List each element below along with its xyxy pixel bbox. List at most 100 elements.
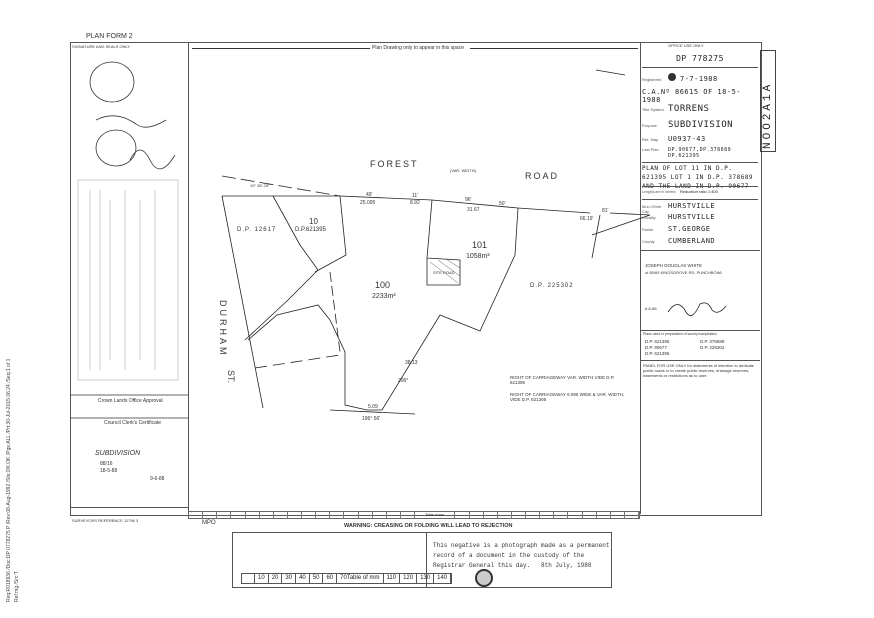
bottom-mark: MPO bbox=[202, 520, 216, 526]
form-title: PLAN FORM 2 bbox=[86, 33, 133, 40]
signature-header: SIGNATURE AND SEALS ONLY bbox=[72, 44, 131, 49]
dimension-label: 11' bbox=[412, 193, 419, 199]
council-date: 9-6-88 bbox=[150, 476, 165, 482]
plan-used: D.P. 225302 bbox=[700, 345, 725, 350]
locality: HURSTVILLE bbox=[668, 213, 716, 221]
field-label: Title System bbox=[642, 107, 664, 112]
council-seal-icon bbox=[95, 129, 137, 167]
dimension-label: 96' bbox=[465, 197, 472, 203]
field-label: Purpose bbox=[642, 123, 657, 128]
office-use-header: OFFICE USE ONLY bbox=[668, 43, 704, 48]
negative-statement: This negative is a photograph made as a … bbox=[433, 541, 609, 571]
ruler-label: Table of mm bbox=[415, 512, 456, 518]
arrow-line bbox=[192, 48, 370, 49]
note-right-of-carriageway-2: RIGHT OF CARRIAGEWAY 6.095 WIDE & VAR. W… bbox=[510, 392, 625, 402]
proposed-value: SUBDIVISION bbox=[95, 450, 141, 457]
certificate-date: 18-5-88 bbox=[100, 468, 118, 474]
street-label-st: ST. bbox=[226, 370, 236, 384]
surveyor-address: of 65/69 KINGSGROVE RD, PUNCHBOWL bbox=[645, 270, 723, 275]
ref-map: U0937-43 bbox=[668, 135, 706, 143]
mm-tick: 40 bbox=[296, 574, 310, 583]
surveyors-reference: SURVEYORS REFERENCE 11796 3 bbox=[72, 518, 139, 523]
document-code: NOO2A1A bbox=[762, 81, 774, 149]
mm-tick: 10 bbox=[255, 574, 269, 583]
plan-space-note: Plan Drawing only to appear in this spac… bbox=[372, 45, 464, 51]
dimension-label: 49' bbox=[366, 192, 373, 198]
mm-tick: 140 bbox=[434, 574, 452, 583]
mm-tick-value: 70 bbox=[340, 575, 347, 581]
mm-tick: 120 bbox=[400, 574, 418, 583]
note-right-of-carriageway-1: RIGHT OF CARRIAGEWAY VAR. WIDTH VIDE D.P… bbox=[510, 375, 615, 385]
surveyor-name: JOSEPH DOUGLAS WHITE bbox=[645, 263, 703, 268]
field-label: Locality bbox=[642, 215, 656, 220]
arrow-line bbox=[470, 48, 638, 49]
plan-used: D.P. 621395 bbox=[645, 351, 670, 356]
dp-225302-label: D.P. 225302 bbox=[530, 283, 574, 289]
signature-icon bbox=[95, 115, 167, 128]
plan-used: D.P. 621395 bbox=[645, 339, 670, 344]
city: HURSTVILLE bbox=[668, 202, 716, 210]
mm-label: Table of mm bbox=[346, 575, 380, 581]
dimension-label: 50' bbox=[499, 201, 506, 207]
divider bbox=[640, 250, 760, 251]
mm-tick: 30 bbox=[282, 574, 297, 583]
crown-lands-heading: Crown Lands Office Approval bbox=[98, 398, 163, 404]
bottom-bearing: 196° 56' bbox=[362, 416, 381, 422]
street-label-durham: DURHAM bbox=[218, 300, 228, 358]
durham-st-boundary bbox=[221, 195, 264, 409]
county: CUMBERLAND bbox=[668, 237, 716, 245]
council-clerk-heading: Council Clerk's Certificate bbox=[104, 420, 162, 426]
divider bbox=[640, 330, 760, 331]
dimension-label: 81' bbox=[602, 208, 609, 214]
plans-used-header: Plans used in preparation of survey/comp… bbox=[643, 332, 717, 336]
var-width-label: (VAR. WIDTH) bbox=[450, 168, 476, 173]
negative-certificate-box: 10 20 30 40 50 60 70Table of mm 110 120 … bbox=[232, 532, 612, 588]
mm-scale: 10 20 30 40 50 60 70Table of mm 110 120 … bbox=[241, 573, 453, 584]
field-label: Last Plan bbox=[642, 147, 659, 152]
site-road-label: SITE ROAD bbox=[433, 270, 455, 275]
dimension-label: 8.92 bbox=[410, 200, 420, 206]
field-label: Mun./Shire City bbox=[642, 204, 662, 214]
registration-stamp-icon bbox=[668, 73, 676, 81]
dp-12617-label: D.P. 12617 bbox=[237, 227, 277, 233]
mm-tick: 50 bbox=[310, 574, 324, 583]
warning-text: WARNING: CREASING OR FOLDING WILL LEAD T… bbox=[344, 523, 513, 529]
surveyor-seal-icon bbox=[89, 61, 135, 103]
divider bbox=[640, 42, 641, 514]
mm-ruler: Table of mm bbox=[188, 511, 640, 519]
lot-101-label: 101 bbox=[472, 240, 488, 250]
plan-form-frame bbox=[70, 42, 762, 516]
lengths-note: Lengths are in metres bbox=[642, 190, 676, 194]
negative-line: Registrar General this day. bbox=[433, 562, 531, 569]
plan-used: D.P. 90677 bbox=[645, 345, 667, 350]
document-code-strip: NOO2A1A bbox=[760, 50, 776, 152]
subdivision-number: 88/16 bbox=[100, 461, 113, 467]
lot-10-label: 10 bbox=[309, 217, 318, 226]
diagonal-bearing: 206° bbox=[398, 378, 409, 384]
divider bbox=[640, 360, 760, 361]
divider bbox=[188, 42, 189, 514]
field-label: County bbox=[642, 239, 655, 244]
diagonal-length: 38.13 bbox=[405, 360, 418, 366]
bearing-label: 19° 38' 25" bbox=[250, 183, 270, 188]
dp-number: DP 778275 bbox=[676, 54, 724, 63]
parish: ST.GEORGE bbox=[668, 225, 711, 233]
divider bbox=[426, 533, 427, 587]
street-label-forest: FOREST bbox=[370, 159, 419, 169]
mm-tick: 60 bbox=[323, 574, 338, 583]
title-system: TORRENS bbox=[668, 104, 710, 114]
bottom-length: 5.09 bbox=[368, 404, 378, 410]
survey-date: 6-6-88 bbox=[645, 306, 657, 311]
negative-line: This negative is a photograph made as a … bbox=[433, 542, 610, 549]
certificate-block bbox=[77, 179, 179, 381]
field-label: Parish bbox=[642, 227, 654, 232]
reduction-ratio: Reduction ratio 1:400 bbox=[679, 189, 718, 194]
dimension-label: 31.67 bbox=[467, 207, 480, 213]
field-label: Registered bbox=[642, 77, 662, 82]
street-label-road: ROAD bbox=[525, 171, 560, 181]
last-plan: DP.90677,DP.378689 DP.621395 bbox=[668, 147, 732, 159]
mm-tick: 70Table of mm bbox=[337, 574, 384, 583]
registered-date: 7-7-1988 bbox=[680, 75, 718, 83]
plan-used: D.P. 378689 bbox=[700, 339, 725, 344]
